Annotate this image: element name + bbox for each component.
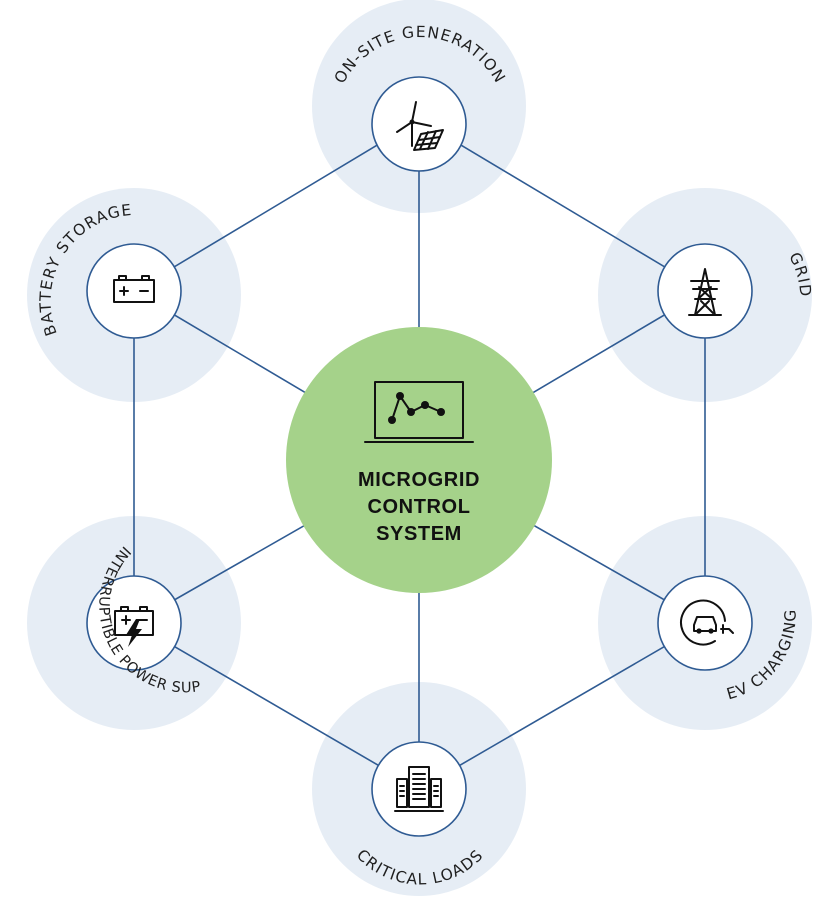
laptop-chart-icon xyxy=(364,381,474,443)
battery-icon xyxy=(113,275,155,303)
ring-upper-right xyxy=(657,243,753,339)
node-rings xyxy=(86,76,753,837)
center-node: MICROGRID CONTROL SYSTEM xyxy=(286,327,552,593)
link-top-upper-right xyxy=(418,119,706,292)
link-bottom-lower-left xyxy=(133,622,420,790)
link-lower-right-bottom xyxy=(418,622,706,790)
center-title-line-2: CONTROL xyxy=(367,496,470,518)
center-circle xyxy=(286,327,552,593)
ev-charger-icon xyxy=(680,599,734,646)
transmission-tower-icon xyxy=(688,268,722,316)
battery-lightning-icon xyxy=(114,606,154,647)
connector-lines xyxy=(133,119,706,790)
ring-lower-right xyxy=(657,575,753,671)
server-rack-icon xyxy=(394,766,444,812)
center-title-line-3: SYSTEM xyxy=(376,523,462,545)
center-title-line-1: MICROGRID xyxy=(358,469,480,491)
wind-solar-icon xyxy=(396,101,444,151)
ring-upper-left xyxy=(86,243,182,339)
link-upper-left-top xyxy=(133,119,420,292)
